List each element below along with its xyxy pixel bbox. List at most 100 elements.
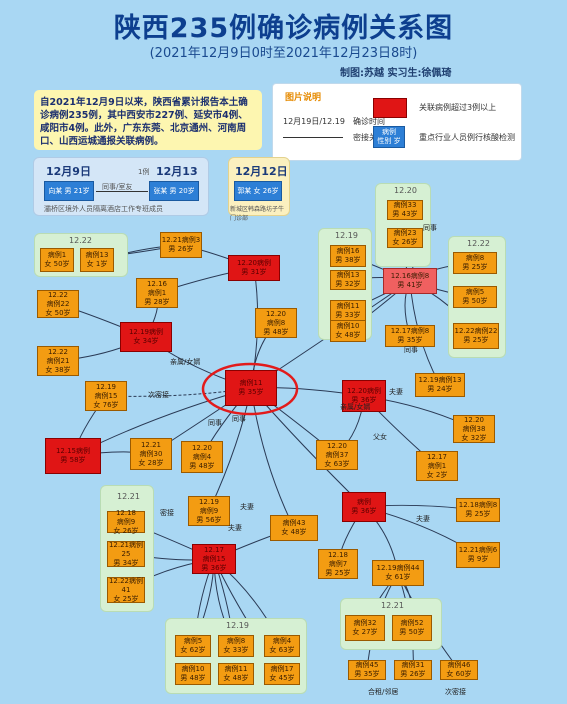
panel-note: 灞桥区境外人员隔离酒店工作专班成员	[44, 205, 163, 213]
legend-line-desc: 密接关系	[353, 133, 385, 142]
group-date: 12.20	[394, 186, 417, 195]
relationship-label: 夫妻	[416, 515, 430, 523]
credits: 制图:苏越 实习生:徐佩琦	[340, 68, 452, 79]
panel-date: 12月12日	[235, 165, 288, 178]
relationship-label: 亲属/女婿	[170, 358, 201, 366]
relationship-label: 同事	[423, 224, 437, 232]
legend-red-sample	[373, 98, 407, 118]
legend-title: 图片说明	[285, 93, 322, 103]
cluster-case-node: 12.19病例女 34岁	[120, 322, 172, 352]
cluster-case-node: 12.15病例男 58岁	[45, 438, 101, 474]
group-date: 12.22	[467, 239, 490, 248]
legend-red-desc: 关联病例超过3例以上	[419, 103, 497, 112]
panel-dec12: 12月12日 郭某 女 26岁 新城区韩森路坊子牛门诊部	[228, 157, 290, 222]
group-date: 12.21	[381, 601, 404, 610]
relationship-label: 亲属/女婿	[340, 403, 371, 411]
relationship-label: 父女	[373, 433, 387, 441]
legend-date-example: 12月19日/12.19	[283, 117, 345, 126]
cluster-case-node: 12.20病例男 36岁	[342, 380, 386, 412]
case-node: 郭某 女 26岁	[234, 181, 282, 201]
group-date: 12.21	[117, 492, 140, 501]
legend-blue-desc: 重点行业人员例行核酸检测	[419, 133, 515, 142]
panel-edge	[96, 191, 148, 192]
legend-blue-sample: 病例 性别 岁	[373, 126, 405, 148]
relationship-label: 同事	[208, 419, 222, 427]
group-date: 12.19	[226, 621, 249, 630]
group-date: 12.19	[335, 231, 358, 240]
cluster-case-node: 12.20病例男 31岁	[228, 255, 280, 281]
panel-dec9-13: 12月9日 12月13日 1例 向某 男 21岁 张某 男 20岁 同事/室友 …	[33, 157, 209, 216]
case-node: 向某 男 21岁	[44, 181, 94, 201]
relationship-label: 同事	[232, 415, 246, 423]
relationship-label: 夫妻	[389, 388, 403, 396]
relationship-label: 夫妻	[228, 524, 242, 532]
relationship-label: 次密接	[148, 391, 169, 399]
panel-note: 新城区韩森路坊子牛门诊部	[230, 206, 285, 222]
page-title: 陕西235例确诊病例关系图	[113, 13, 454, 44]
case-node: 张某 男 20岁	[149, 181, 199, 201]
panel-edge-label: 同事/室友	[102, 183, 133, 191]
relationship-label: 密接	[160, 509, 174, 517]
group-date: 12.22	[69, 236, 92, 245]
relationship-label: 次密接	[445, 688, 466, 696]
legend-date-desc: 确诊时间	[353, 117, 385, 126]
legend-box: 图片说明 12月19日/12.19 确诊时间 密接关系 关联病例超过3例以上 病…	[272, 83, 522, 161]
page-subtitle: (2021年12月9日0时至2021年12月23日8时)	[149, 46, 418, 61]
legend-line-sample	[283, 137, 343, 138]
panel-date: 12月9日	[46, 165, 91, 178]
relationship-label: 同事	[404, 346, 418, 354]
cluster-case-node: 病例男 36岁	[342, 492, 386, 522]
relationship-label: 合租/邻居	[368, 688, 399, 696]
summary-box: 自2021年12月9日以来，陕西省累计报告本土确诊病例235例，其中西安市227…	[34, 90, 262, 150]
panel-count: 1例	[138, 168, 150, 176]
relationship-label: 夫妻	[240, 503, 254, 511]
